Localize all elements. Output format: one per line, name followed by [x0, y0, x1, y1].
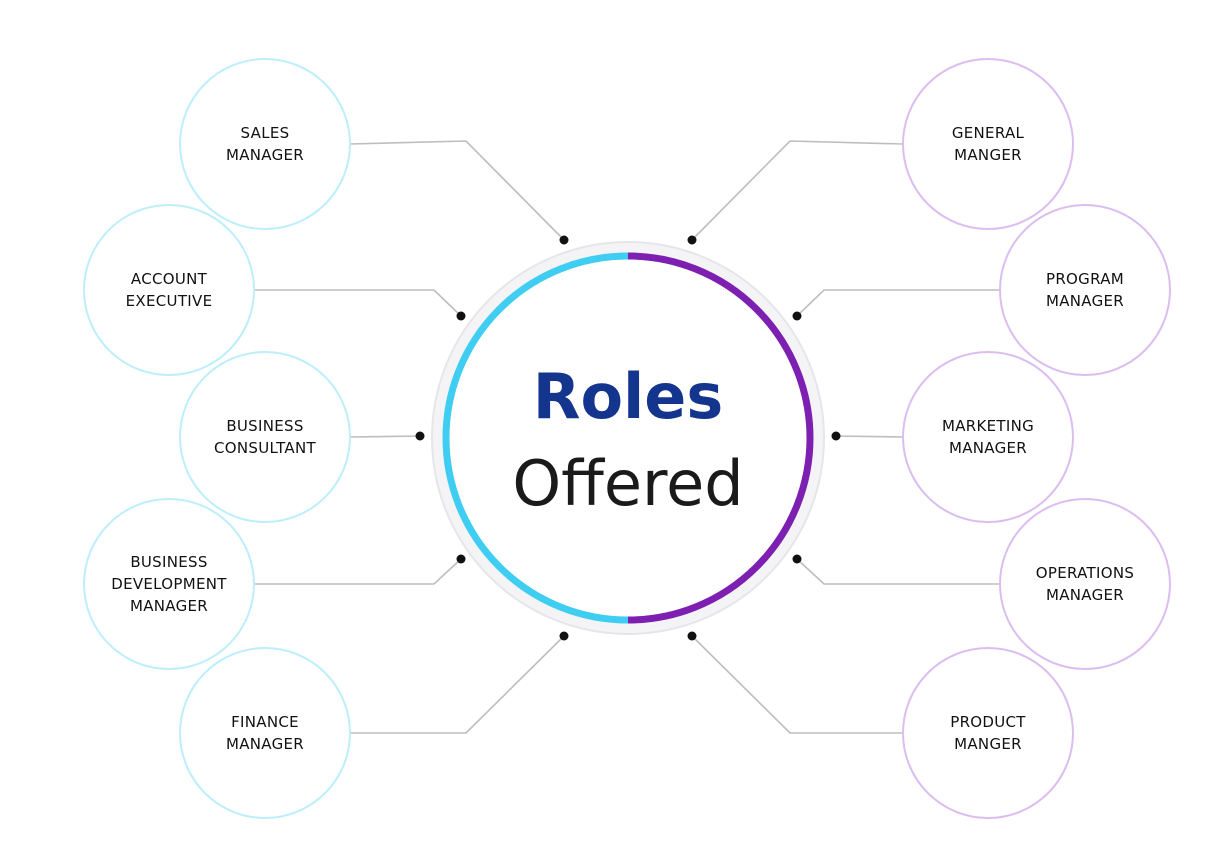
role-label-line: MARKETING: [942, 417, 1034, 435]
role-node-program-manager: PROGRAM MANAGER: [999, 204, 1171, 376]
role-node-operations-manager: OPERATIONS MANAGER: [999, 498, 1171, 670]
role-label-line: SALES: [241, 124, 290, 142]
role-circle-general-manger: [902, 58, 1074, 230]
connector-finance-manager: [350, 635, 565, 734]
connector-dot-product-manger: [687, 631, 697, 641]
connector-dot-sales-manager: [559, 235, 569, 245]
role-circle-finance-manager: [179, 647, 351, 819]
role-circle-business-consultant: [179, 351, 351, 523]
role-node-finance-manager: FINANCE MANAGER: [179, 647, 351, 819]
role-node-product-manger: PRODUCT MANGER: [902, 647, 1074, 819]
role-label-line: MANAGER: [130, 597, 208, 615]
role-circle-business-development-manager: [83, 498, 255, 670]
connector-business-development-manager: [254, 558, 462, 585]
connector-sales-manager: [349, 140, 565, 241]
role-node-business-development-manager: BUSINESS DEVELOPMENT MANAGER: [83, 498, 255, 670]
role-label-line: PRODUCT: [950, 713, 1026, 731]
role-label-line: GENERAL: [952, 124, 1025, 142]
center-disc: [445, 255, 811, 621]
connector-dot-account-executive: [456, 311, 466, 321]
connector-dot-business-development-manager: [456, 554, 466, 564]
role-label-line: DEVELOPMENT: [111, 575, 227, 593]
center-title-line1: Roles: [533, 360, 724, 433]
role-circle-account-executive: [83, 204, 255, 376]
role-label-line: FINANCE: [231, 713, 299, 731]
role-circle-product-manger: [902, 647, 1074, 819]
connector-marketing-manager: [835, 435, 904, 438]
role-node-business-consultant: BUSINESS CONSULTANT: [179, 351, 351, 523]
role-label-line: BUSINESS: [130, 553, 207, 571]
connector-dot-general-manger: [687, 235, 697, 245]
connectors: [254, 140, 1000, 734]
role-label-line: MANAGER: [1046, 292, 1124, 310]
role-node-general-manger: GENERAL MANGER: [902, 58, 1074, 230]
role-node-account-executive: ACCOUNT EXECUTIVE: [83, 204, 255, 376]
role-label-line: MANAGER: [1046, 586, 1124, 604]
center-arc-right: [627, 252, 814, 624]
connector-dot-finance-manager: [559, 631, 569, 641]
connector-dot-marketing-manager: [831, 431, 841, 441]
connector-product-manger: [691, 635, 903, 734]
role-label-line: MANGER: [954, 146, 1022, 164]
connector-general-manger: [691, 140, 904, 241]
connector-dot-operations-manager: [792, 554, 802, 564]
role-label-line: BUSINESS: [226, 417, 303, 435]
connector-dot-program-manager: [792, 311, 802, 321]
role-nodes: SALES MANAGER ACCOUNT EXECUTIVE BUSINESS CONS…: [83, 58, 1171, 819]
role-label-line: MANAGER: [949, 439, 1027, 457]
center-title-line2: Offered: [512, 447, 743, 520]
connector-business-consultant: [349, 435, 421, 438]
connector-account-executive: [254, 289, 462, 317]
role-circle-program-manager: [999, 204, 1171, 376]
role-label-line: MANAGER: [226, 735, 304, 753]
role-circle-marketing-manager: [902, 351, 1074, 523]
role-label-line: CONSULTANT: [214, 439, 316, 457]
role-label-line: EXECUTIVE: [126, 292, 213, 310]
role-label-line: OPERATIONS: [1036, 564, 1134, 582]
connector-dot-business-consultant: [415, 431, 425, 441]
role-label-line: PROGRAM: [1046, 270, 1124, 288]
center-hub: Roles Offered: [431, 241, 825, 635]
role-label-line: MANAGER: [226, 146, 304, 164]
center-arc-left: [442, 252, 629, 624]
role-circle-operations-manager: [999, 498, 1171, 670]
connector-operations-manager: [796, 558, 1000, 585]
role-node-sales-manager: SALES MANAGER: [179, 58, 351, 230]
role-label-line: ACCOUNT: [131, 270, 208, 288]
connector-program-manager: [796, 289, 1000, 317]
role-node-marketing-manager: MARKETING MANAGER: [902, 351, 1074, 523]
role-circle-sales-manager: [179, 58, 351, 230]
role-label-line: MANGER: [954, 735, 1022, 753]
